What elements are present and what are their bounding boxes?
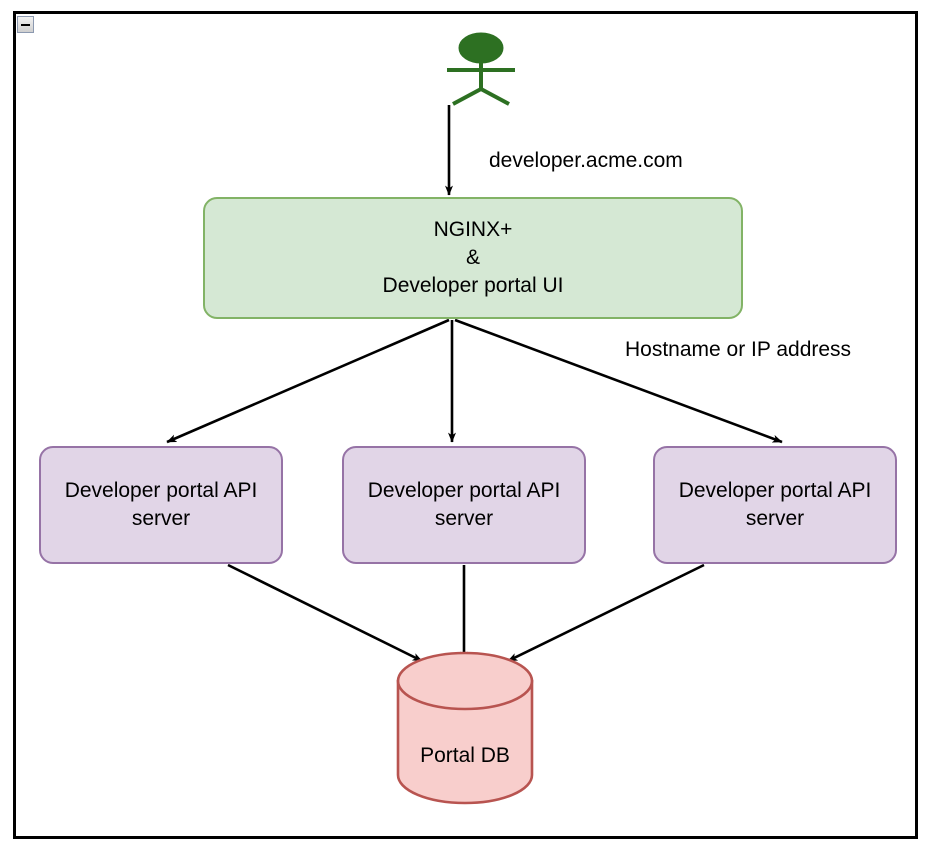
diagram-frame-border <box>13 11 918 839</box>
node-developer-portal-api-server-2[interactable]: Developer portal API server <box>342 446 586 564</box>
node-api-2-line-2: server <box>434 507 494 530</box>
collapse-minus-icon[interactable] <box>17 16 34 33</box>
edge-label-ip-address: Hostname or IP address <box>625 338 852 361</box>
node-nginx-line-2: & <box>465 246 480 270</box>
node-api-2-line-1: Developer portal API <box>367 479 561 503</box>
edge-label-hostname: developer.acme.com <box>489 149 683 172</box>
node-api-2-label: Developer portal API server <box>358 477 571 532</box>
edge-nginx-to-api-1 <box>166 318 450 444</box>
node-api-3-line-2: server <box>745 507 805 530</box>
cylinder-database-icon[interactable] <box>396 651 534 805</box>
edge-api-3-to-database <box>507 563 705 663</box>
node-nginx-line-1: NGINX+ <box>433 218 513 242</box>
edge-nginx-to-api-3 <box>454 318 783 444</box>
node-nginx-label: NGINX+ & Developer portal UI <box>383 216 564 299</box>
node-api-1-line-1: Developer portal API <box>64 479 258 503</box>
node-database-label: Portal DB <box>420 744 510 767</box>
node-nginx-developer-portal-ui[interactable]: NGINX+ & Developer portal UI <box>203 197 743 319</box>
node-api-1-line-2: server <box>131 507 191 530</box>
node-api-3-line-1: Developer portal API <box>678 479 872 503</box>
edge-api-1-to-database <box>227 563 423 663</box>
node-api-3-label: Developer portal API server <box>669 477 882 532</box>
minus-glyph <box>21 23 30 26</box>
actor-stick-figure-icon <box>447 32 515 106</box>
node-developer-portal-api-server-1[interactable]: Developer portal API server <box>39 446 283 564</box>
node-api-1-label: Developer portal API server <box>55 477 268 532</box>
node-nginx-line-3: Developer portal UI <box>382 273 564 297</box>
node-developer-portal-api-server-3[interactable]: Developer portal API server <box>653 446 897 564</box>
